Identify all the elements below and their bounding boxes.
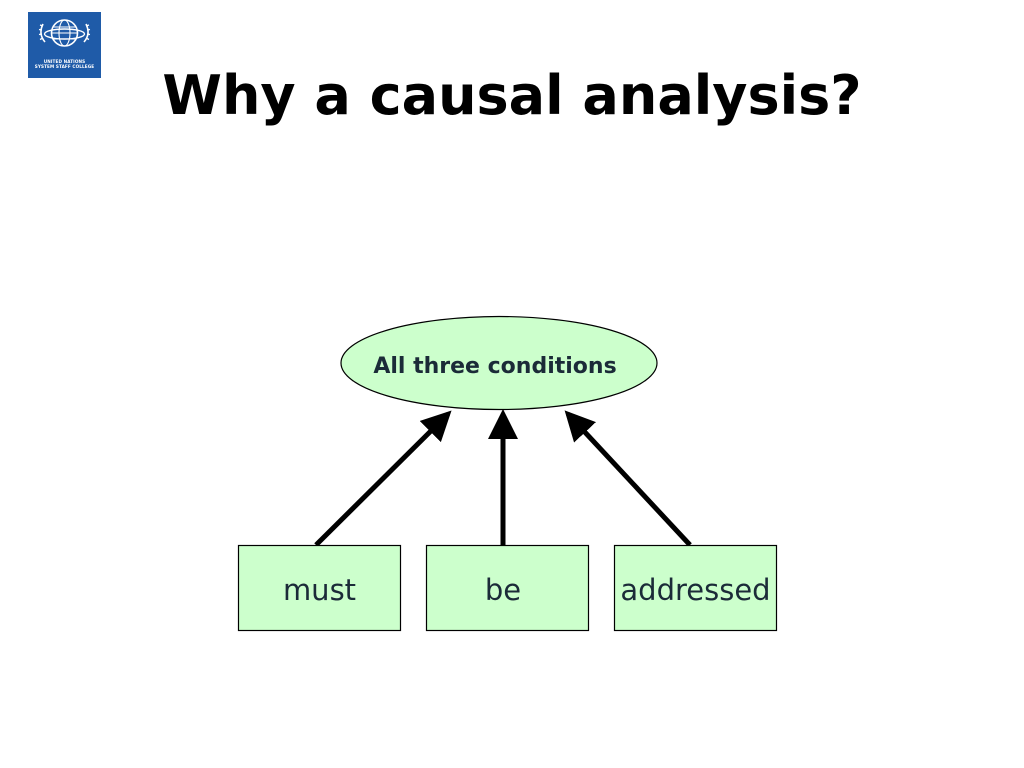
logo-line-1: UNITED NATIONS — [43, 59, 86, 64]
bottom-node-must-label: must — [283, 573, 356, 607]
bottom-node-must: must — [237, 544, 402, 632]
page-title: Why a causal analysis? — [162, 64, 862, 127]
bottom-node-addressed: addressed — [613, 544, 778, 632]
arrow-must-to-top — [314, 410, 452, 547]
logo: UNITED NATIONS SYSTEM STAFF COLLEGE — [28, 12, 101, 78]
top-node-label: All three conditions — [373, 354, 616, 379]
un-emblem-icon — [38, 19, 91, 47]
bottom-node-be-shape — [425, 544, 590, 632]
bottom-node-must-shape — [237, 544, 402, 632]
logo-line-2: SYSTEM STAFF COLLEGE — [34, 64, 95, 70]
bottom-node-addressed-label: addressed — [620, 573, 770, 607]
top-node: All three conditions — [340, 315, 658, 411]
logo-caption: UNITED NATIONS SYSTEM STAFF COLLEGE — [28, 59, 101, 69]
bottom-node-be: be — [425, 544, 590, 632]
bottom-node-addressed-shape — [613, 544, 778, 632]
bottom-node-be-label: be — [485, 573, 521, 607]
arrow-addressed-to-top — [564, 410, 692, 547]
